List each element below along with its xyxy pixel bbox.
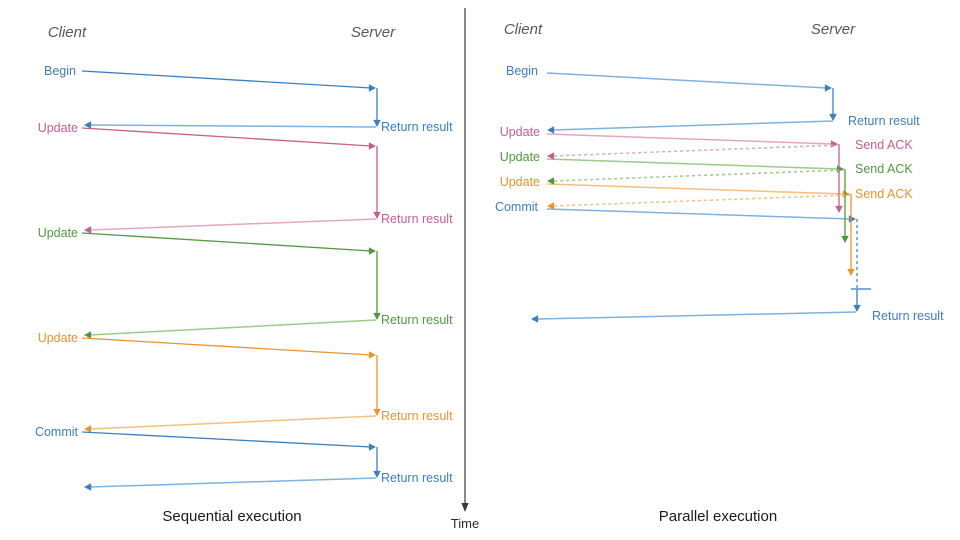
server-return-arrowhead-2-sequential xyxy=(373,312,381,320)
response-line-2-sequential xyxy=(89,319,377,336)
request-line-1-parallel xyxy=(546,133,834,145)
request-arrowhead-3-sequential xyxy=(368,351,376,359)
request-line-4-parallel xyxy=(546,208,852,220)
message-label-update2-parallel: Update xyxy=(500,150,540,164)
message-label-update1-sequential: Update xyxy=(38,121,78,135)
server-actor-label-parallel: Server xyxy=(811,21,856,38)
message-label-update3-sequential: Update xyxy=(38,331,78,345)
request-line-1-sequential xyxy=(81,127,372,147)
client-actor-label-parallel: Client xyxy=(504,21,543,38)
request-arrowhead-2-parallel xyxy=(836,165,844,173)
message-label-update2-sequential: Update xyxy=(38,226,78,240)
server-return-arrowhead-3-sequential xyxy=(373,408,381,416)
server-ack-arrowhead-1-parallel xyxy=(835,205,843,213)
ack-line-1-parallel xyxy=(552,144,840,157)
request-line-4-sequential xyxy=(81,431,372,448)
server-ack-arrowhead-2-parallel xyxy=(841,235,849,243)
return-label-3-sequential: Return result xyxy=(381,313,453,327)
response-line-0-sequential xyxy=(89,124,377,128)
response-arrowhead-0-parallel xyxy=(547,126,555,134)
panel-sequential: Client Server Begin Update Update Update… xyxy=(35,24,453,525)
return-label-1-parallel: Return result xyxy=(848,114,920,128)
caption-parallel: Parallel execution xyxy=(659,508,777,525)
request-arrowhead-4-sequential xyxy=(368,443,376,451)
server-ack-arrowhead-3-parallel xyxy=(847,268,855,276)
request-line-2-sequential xyxy=(81,232,372,252)
request-arrowhead-4-parallel xyxy=(848,215,856,223)
response-line-4-sequential xyxy=(89,477,377,488)
response-line-3-sequential xyxy=(89,415,377,430)
server-return-arrowhead-0-parallel xyxy=(829,113,837,121)
ack-label-3-parallel: Send ACK xyxy=(855,187,913,201)
request-arrowhead-0-parallel xyxy=(824,84,832,92)
time-axis-label: Time xyxy=(451,516,479,531)
server-actor-label-sequential: Server xyxy=(351,24,396,41)
message-label-begin-parallel: Begin xyxy=(506,64,538,78)
final-response-arrowhead-parallel xyxy=(531,315,539,323)
request-line-0-sequential xyxy=(81,70,372,89)
ack-label-1-parallel: Send ACK xyxy=(855,138,913,152)
message-label-update1-parallel: Update xyxy=(500,125,540,139)
message-label-commit-parallel: Commit xyxy=(495,200,539,214)
response-arrowhead-1-sequential xyxy=(84,226,92,234)
message-label-commit-sequential: Commit xyxy=(35,425,79,439)
request-arrowhead-1-parallel xyxy=(830,140,838,148)
request-line-2-parallel xyxy=(546,158,840,170)
ack-arrowhead-2-parallel xyxy=(547,177,555,185)
ack-line-2-parallel xyxy=(552,169,846,182)
ack-label-2-parallel: Send ACK xyxy=(855,162,913,176)
response-arrowhead-2-sequential xyxy=(84,331,92,339)
ack-arrowhead-1-parallel xyxy=(547,152,555,160)
return-label-2-sequential: Return result xyxy=(381,212,453,226)
message-label-begin-sequential: Begin xyxy=(44,64,76,78)
request-arrowhead-3-parallel xyxy=(842,190,850,198)
time-axis-arrowhead xyxy=(461,503,469,512)
message-label-update3-parallel: Update xyxy=(500,175,540,189)
response-line-0-parallel xyxy=(552,120,834,131)
final-response-line-parallel xyxy=(536,311,857,320)
panel-parallel: Client Server Begin Update Update Update… xyxy=(495,21,944,525)
request-line-3-sequential xyxy=(81,337,372,356)
return-label-5-sequential: Return result xyxy=(381,471,453,485)
response-arrowhead-4-sequential xyxy=(84,483,92,491)
return-label-2-parallel: Return result xyxy=(872,309,944,323)
request-line-0-parallel xyxy=(546,72,828,89)
ack-arrowhead-3-parallel xyxy=(547,202,555,210)
request-arrowhead-1-sequential xyxy=(368,142,376,150)
ack-line-3-parallel xyxy=(552,194,852,207)
return-label-4-sequential: Return result xyxy=(381,409,453,423)
response-arrowhead-3-sequential xyxy=(84,425,92,433)
return-label-1-sequential: Return result xyxy=(381,120,453,134)
sequential-message-arrows xyxy=(81,70,381,491)
request-line-3-parallel xyxy=(546,183,846,195)
response-arrowhead-0-sequential xyxy=(84,121,92,129)
final-return-arrowhead-down-parallel xyxy=(853,304,861,312)
response-line-1-sequential xyxy=(89,218,377,231)
time-axis: Time xyxy=(451,8,479,531)
request-arrowhead-0-sequential xyxy=(368,84,376,92)
client-actor-label-sequential: Client xyxy=(48,24,87,41)
server-return-arrowhead-1-sequential xyxy=(373,211,381,219)
caption-sequential: Sequential execution xyxy=(162,508,301,525)
parallel-message-arrows xyxy=(531,72,871,323)
server-return-arrowhead-0-sequential xyxy=(373,119,381,127)
server-return-arrowhead-4-sequential xyxy=(373,470,381,478)
request-arrowhead-2-sequential xyxy=(368,247,376,255)
